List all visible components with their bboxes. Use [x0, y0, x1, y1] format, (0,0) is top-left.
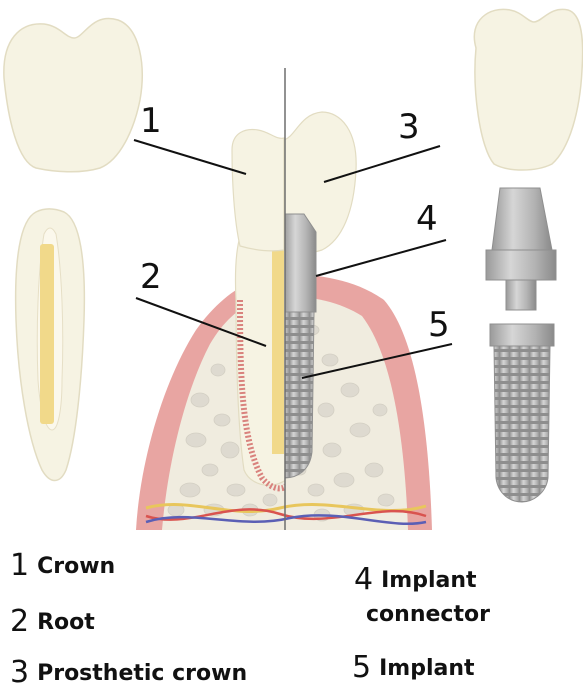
legend-label: Implant	[379, 656, 475, 681]
leader-line-4	[315, 239, 447, 277]
callout-3: 3	[398, 107, 420, 147]
implant-illustration	[489, 323, 555, 503]
leader-line-1	[133, 139, 247, 175]
callout-1: 1	[140, 101, 162, 141]
natural-tooth-section	[231, 128, 285, 492]
legend-label: Prosthetic crown	[37, 661, 248, 686]
callout-2: 2	[140, 257, 162, 297]
callout-4: 4	[416, 199, 438, 239]
legend-label: Crown	[37, 554, 116, 579]
implant-connector-illustration	[485, 187, 557, 311]
natural-crown-top-left	[3, 17, 143, 173]
implant-section	[285, 111, 357, 479]
legend-implant-connector-line2: connector	[366, 602, 490, 627]
callout-5: 5	[428, 305, 450, 345]
leader-line-3	[323, 145, 441, 183]
leader-line-2	[135, 297, 267, 347]
legend-label: connector	[366, 602, 490, 627]
root-illustration	[14, 208, 86, 482]
legend-label: Root	[37, 610, 95, 635]
legend-label: Implant	[381, 568, 477, 593]
leader-line-5	[301, 343, 453, 379]
prosthetic-crown-top-right	[473, 8, 583, 171]
